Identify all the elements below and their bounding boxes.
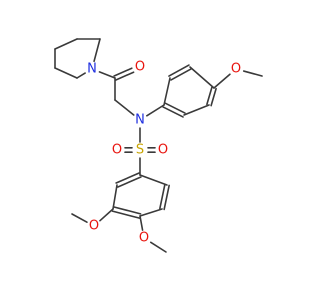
- bond-b2-b3: [112, 184, 118, 210]
- bond-b4-para2O: [139, 215, 144, 231]
- atom-label-s: S: [136, 143, 144, 158]
- bond-a6-a1: [163, 77, 171, 106]
- atom-sulfS: S: [133, 143, 147, 158]
- double-bond-b3-b4-a: [111, 210, 141, 219]
- atom-metaO: O: [87, 219, 101, 234]
- bond-b3-metaO: [99, 208, 114, 222]
- double-bond-b1-b2-b: [117, 176, 142, 188]
- atom-label-o: O: [231, 62, 241, 77]
- bond-ch2-amineN: [114, 99, 135, 116]
- atom-pipN: N: [85, 62, 99, 77]
- atom-amineN: N: [133, 113, 147, 128]
- bond-p4-p5: [54, 67, 78, 79]
- bond-p2-pipN: [93, 38, 101, 63]
- double-bond-a5-a6-b: [170, 68, 192, 81]
- bond-p6-p1: [54, 38, 78, 50]
- bond-a2-a3: [183, 104, 210, 116]
- double-bond-carbC-ketO-a: [115, 71, 135, 81]
- bond-b4-b5: [139, 208, 163, 217]
- bond-b6-b1: [139, 174, 168, 186]
- atom-label-o: O: [112, 143, 122, 158]
- bond-paraO-me1: [242, 70, 263, 77]
- atom-background: [133, 143, 147, 157]
- atom-sulfO1: O: [110, 143, 124, 158]
- atom-label-o: O: [89, 219, 99, 234]
- atom-background: [137, 231, 151, 245]
- double-bond-a3-a4-a: [210, 87, 217, 107]
- atom-background: [229, 62, 243, 76]
- double-bond-b3-b4-b: [112, 206, 142, 215]
- atom-label-n: N: [135, 113, 145, 128]
- atom-label-n: N: [87, 62, 97, 77]
- atom-background: [87, 219, 101, 233]
- bond-pipN-p4: [76, 72, 86, 79]
- atom-ketO: O: [133, 60, 147, 75]
- bond-a4-paraO: [213, 73, 231, 89]
- atom-label-o: O: [135, 60, 145, 75]
- double-bond-a1-a2-a: [162, 106, 184, 118]
- bond-para2O-me3: [149, 241, 167, 253]
- double-bond-b1-b2-a: [115, 172, 140, 184]
- double-bond-b5-b6-b: [159, 183, 166, 210]
- atom-para2O: O: [137, 231, 151, 246]
- atom-sulfO2: O: [156, 143, 170, 158]
- atom-background: [133, 113, 147, 127]
- atom-label-o: O: [139, 231, 149, 246]
- bond-layer: [54, 38, 263, 253]
- double-bond-a5-a6-a: [168, 64, 190, 77]
- atom-background: [156, 143, 170, 157]
- bond-a4-a5: [189, 66, 215, 89]
- double-bond-a1-a2-b: [164, 102, 186, 114]
- double-bond-a3-a4-b: [206, 86, 213, 106]
- atom-background: [110, 143, 124, 157]
- double-bond-b5-b6-a: [163, 184, 170, 211]
- bond-pipN-carbC: [98, 71, 116, 79]
- bond-metaO-me2: [71, 213, 88, 223]
- bond-amineN-a1: [145, 104, 165, 117]
- atom-label-o: O: [158, 143, 168, 158]
- atom-paraO: O: [229, 62, 243, 77]
- double-bond-carbC-ketO-b: [113, 67, 133, 77]
- atom-background: [133, 60, 147, 74]
- atom-background: [85, 62, 99, 76]
